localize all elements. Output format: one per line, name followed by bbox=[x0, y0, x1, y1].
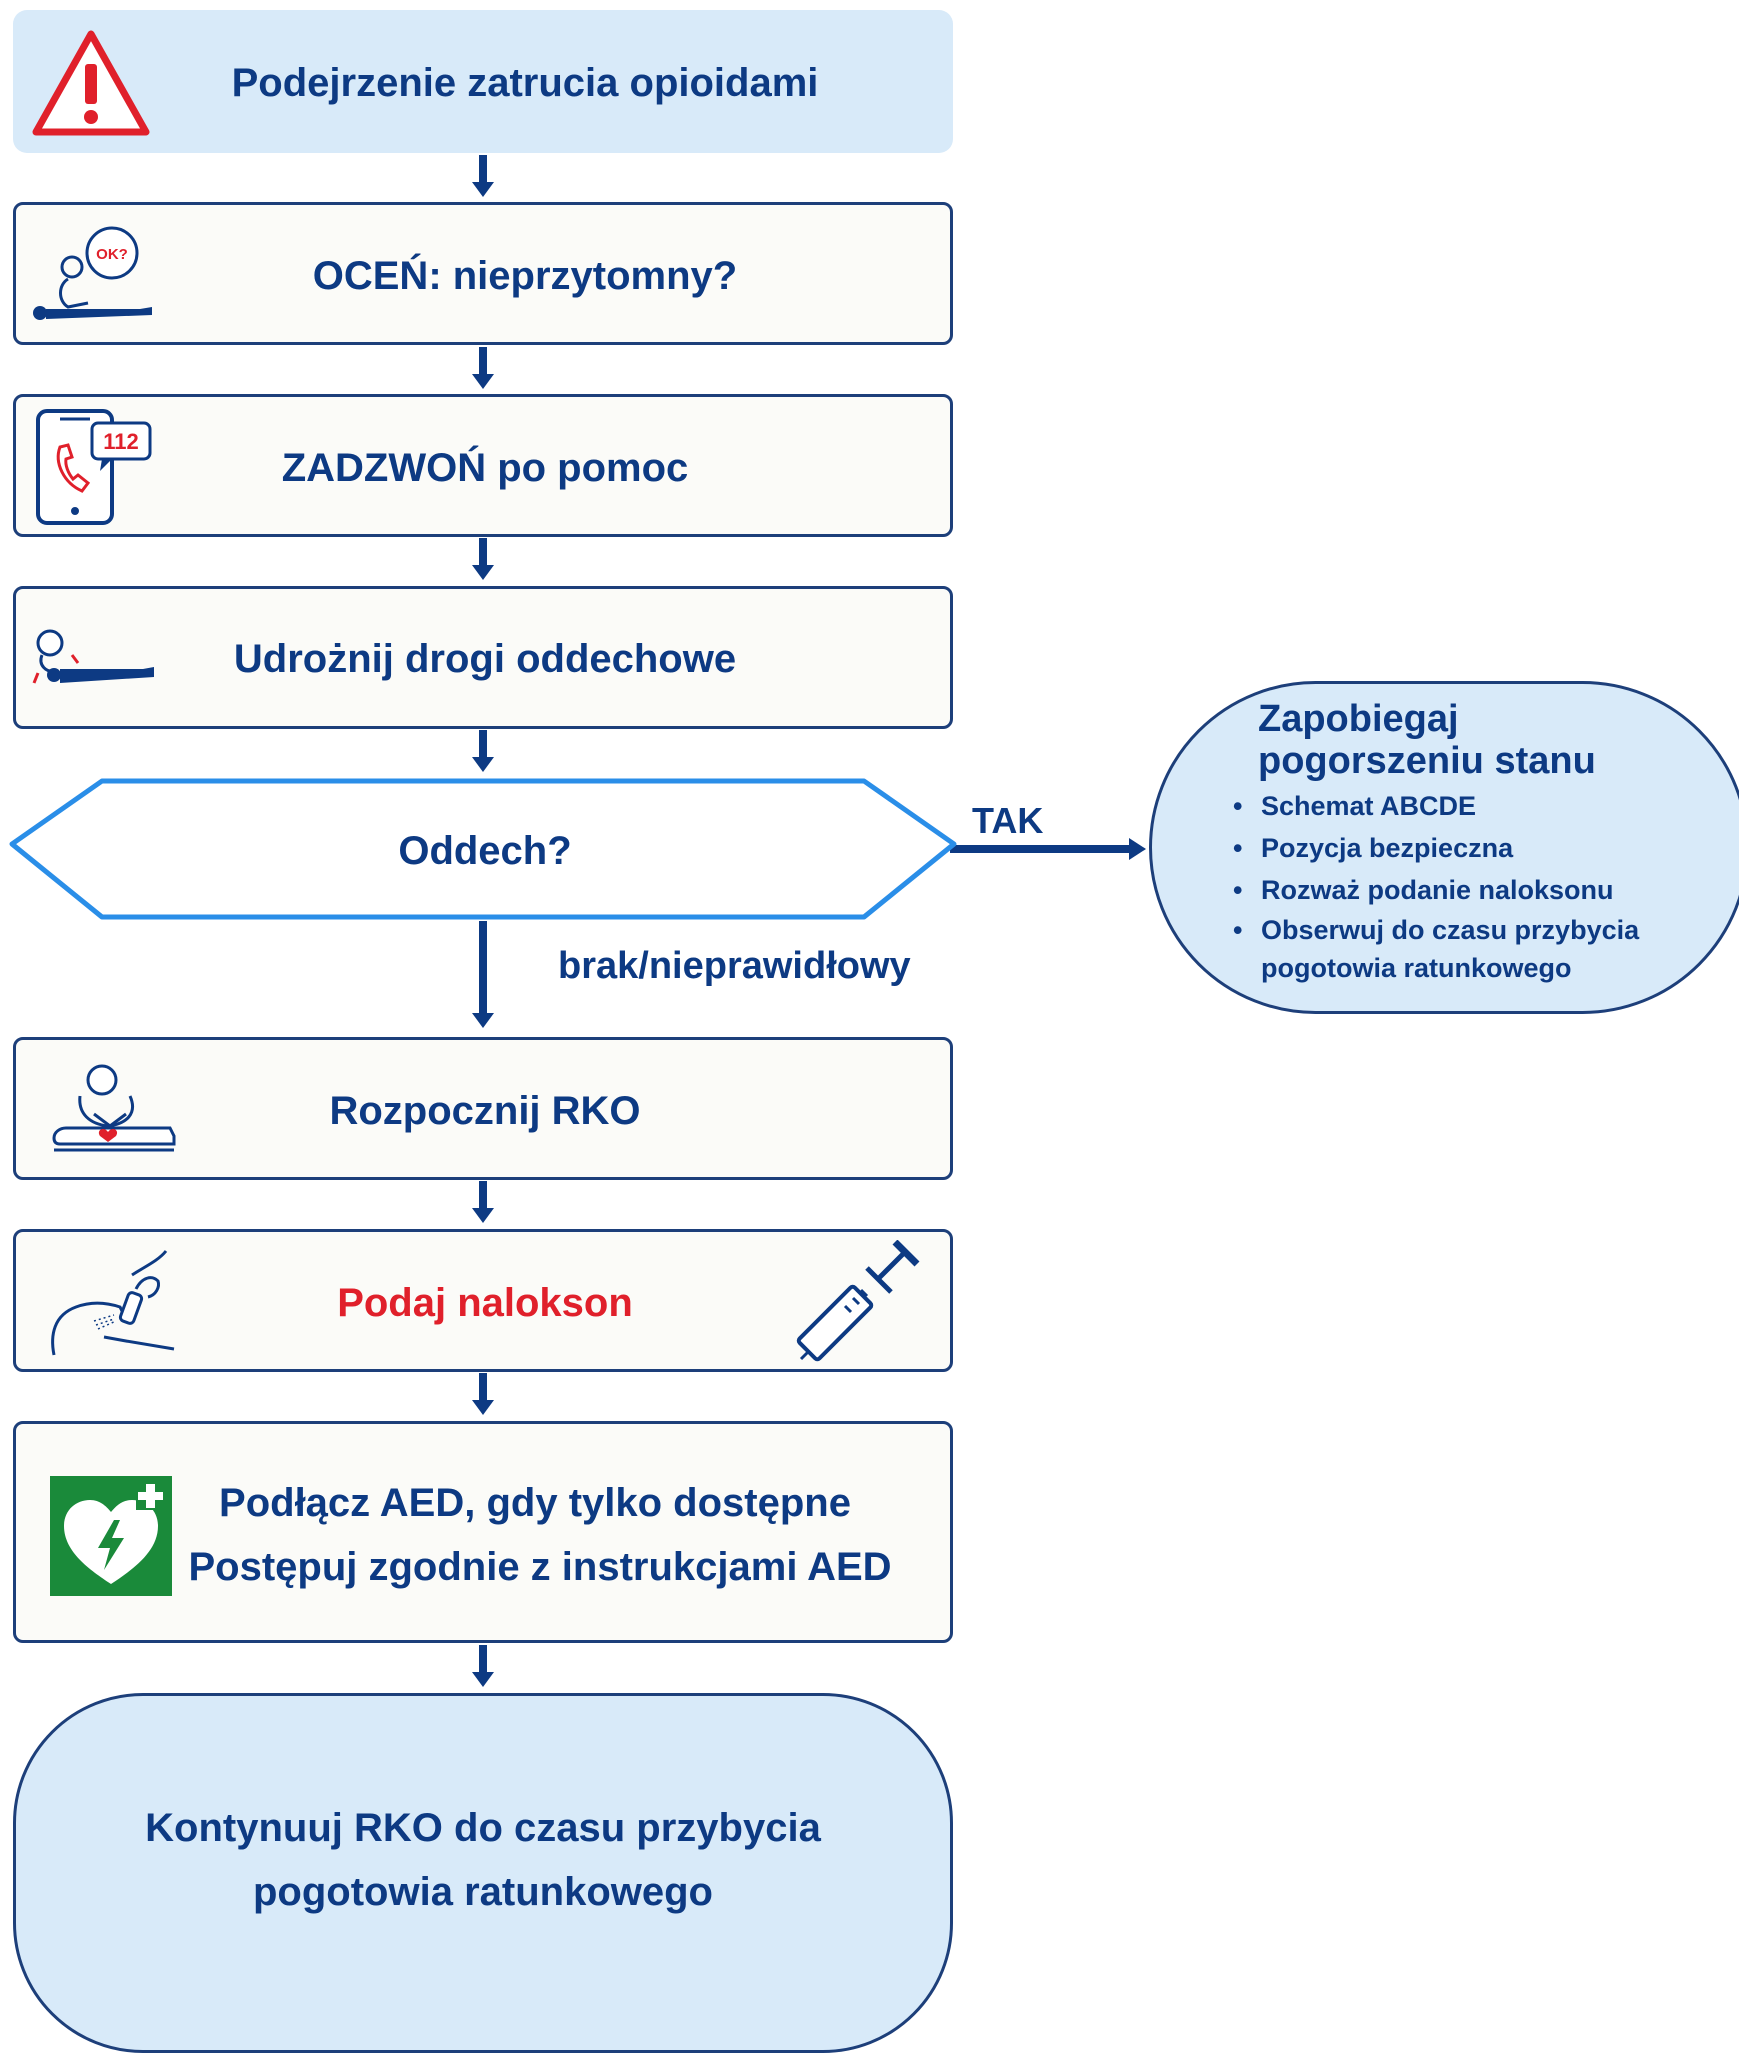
step-start-cpr bbox=[13, 1037, 953, 1180]
step-3-label: ZADZWOŃ po pomoc bbox=[281, 446, 689, 490]
phone-number-text: 112 bbox=[103, 429, 139, 454]
branch-yes-label: TAK bbox=[972, 800, 1044, 841]
decision-label: Oddech? bbox=[398, 829, 572, 873]
nasal-spray-icon bbox=[51, 1250, 175, 1356]
aed-icon bbox=[50, 1476, 172, 1596]
step-6-label: Podaj nalokson bbox=[337, 1281, 633, 1325]
step-call-help bbox=[13, 394, 953, 537]
open-airway-icon bbox=[32, 629, 154, 684]
side-title-line1: Zapobiegaj bbox=[1258, 698, 1459, 740]
cpr-icon bbox=[52, 1064, 176, 1152]
step-assess bbox=[13, 202, 953, 345]
side-title-line2: pogorszeniu stanu bbox=[1258, 740, 1596, 782]
step-7-label-line1: Podłącz AED, gdy tylko dostępne bbox=[219, 1481, 851, 1525]
side-item-abcde: Schemat ABCDE bbox=[1233, 785, 1653, 827]
final-continue-cpr bbox=[13, 1693, 953, 2053]
side-item-observe: Obserwuj do czasu przybycia pogotowia ra… bbox=[1233, 911, 1661, 987]
phone-112-icon: 112 bbox=[36, 409, 152, 525]
step-open-airway bbox=[13, 586, 953, 729]
final-label-line1: Kontynuuj RKO do czasu przybycia bbox=[145, 1806, 821, 1850]
side-item-recovery: Pozycja bezpieczna bbox=[1233, 827, 1653, 869]
step-suspected-poisoning bbox=[13, 10, 953, 153]
syringe-icon bbox=[796, 1240, 920, 1362]
final-label-line2: pogotowia ratunkowego bbox=[253, 1870, 713, 1914]
step-5-label: Rozpocznij RKO bbox=[329, 1089, 641, 1133]
assess-consciousness-icon: OK? bbox=[33, 226, 152, 320]
step-4-label: Udrożnij drogi oddechowe bbox=[233, 637, 737, 681]
warning-triangle-icon bbox=[32, 30, 150, 136]
step-2-label: OCEŃ: nieprzytomny? bbox=[312, 254, 738, 298]
step-7-label-line2: Postępuj zgodnie z instrukcjami AED bbox=[188, 1545, 892, 1589]
side-item-naloxone: Rozważ podanie naloksonu bbox=[1233, 869, 1653, 911]
decision-hexagon bbox=[9, 778, 957, 920]
step-1-label: Podejrzenie zatrucia opioidami bbox=[231, 61, 819, 105]
ok-bubble-text: OK? bbox=[96, 246, 128, 263]
branch-no-label: brak/nieprawidłowy bbox=[558, 945, 911, 987]
side-list: Schemat ABCDE Pozycja bezpieczna Rozważ … bbox=[1233, 785, 1653, 987]
